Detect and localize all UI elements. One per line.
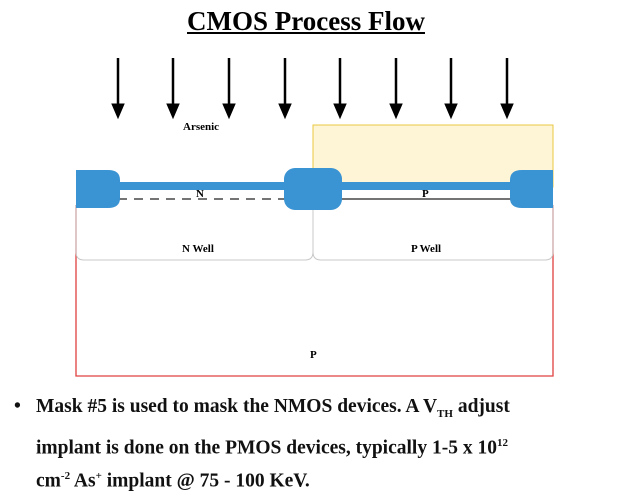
implant-species-label: Arsenic — [183, 121, 219, 133]
arrow-6-icon — [389, 58, 403, 120]
arrow-2-icon — [166, 58, 180, 120]
substrate-label: P — [310, 349, 317, 361]
page-title: CMOS Process Flow — [187, 6, 425, 36]
p-active-label: P — [422, 188, 429, 200]
arrow-8-icon — [500, 58, 514, 120]
cmos-cross-section-diagram: Arsenic N P N Well P Well P — [75, 58, 554, 377]
bullet-icon: • — [14, 396, 21, 417]
n-active-label: N — [196, 188, 204, 200]
n-well-label: N Well — [182, 243, 214, 255]
arrow-5-icon — [333, 58, 347, 120]
n-well-region — [75, 205, 314, 261]
description-bullet: •Mask #5 is used to mask the NMOS device… — [14, 392, 624, 496]
field-oxide-left — [76, 170, 120, 208]
arrow-7-icon — [444, 58, 458, 120]
arrow-4-icon — [278, 58, 292, 120]
field-oxide-center — [284, 168, 342, 210]
p-well-region — [312, 205, 554, 261]
arrow-1-icon — [111, 58, 125, 120]
p-substrate — [75, 205, 554, 377]
arrow-3-icon — [222, 58, 236, 120]
field-oxide-right — [510, 170, 553, 208]
implant-arrows — [111, 58, 514, 120]
p-well-label: P Well — [411, 243, 441, 255]
